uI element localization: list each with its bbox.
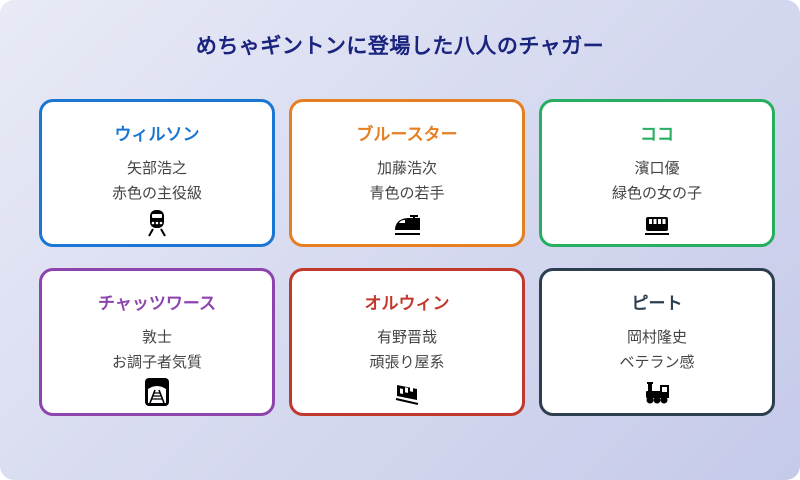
voice-actor: 加藤浩次: [376, 159, 437, 177]
character-card-pete: ピート 岡村隆史 ベテラン感: [539, 268, 775, 416]
character-name: ピート: [631, 294, 683, 314]
character-name: ウィルソン: [114, 125, 200, 145]
tram-car-icon: [643, 208, 671, 238]
steam-locomotive-icon: [643, 377, 671, 407]
character-role: 赤色の主役級: [111, 184, 202, 202]
character-card-chatsworth: チャッツワース 敦士 お調子者気質: [39, 268, 275, 416]
voice-actor: 岡村隆史: [626, 328, 687, 346]
character-card-olwin: オルウィン 有野晋哉 頑張り屋系: [289, 268, 525, 416]
train-front-icon: [143, 208, 171, 238]
character-name: ココ: [640, 125, 674, 145]
character-card-koko: ココ 濱口優 緑色の女の子: [539, 99, 775, 247]
page-title: めちゃギントンに登場した八人のチャガー: [195, 34, 605, 58]
bullet-train-icon: [393, 208, 421, 238]
character-role: 青色の若手: [369, 184, 445, 202]
character-name: ブルースター: [356, 125, 458, 145]
character-role: お調子者気質: [111, 353, 202, 371]
character-card-wilson: ウィルソン 矢部浩之 赤色の主役級: [39, 99, 275, 247]
railway-track-icon: [143, 377, 171, 407]
voice-actor: 有野晋哉: [376, 328, 437, 346]
character-card-brewster: ブルースター 加藤浩次 青色の若手: [289, 99, 525, 247]
character-name: オルウィン: [364, 294, 450, 314]
character-role: 緑色の女の子: [611, 184, 702, 202]
voice-actor: 矢部浩之: [126, 159, 187, 177]
character-role: ベテラン感: [619, 353, 695, 371]
mountain-railway-icon: [393, 377, 421, 407]
character-name: チャッツワース: [98, 294, 216, 314]
voice-actor: 濱口優: [634, 159, 680, 177]
voice-actor: 敦士: [141, 328, 172, 346]
character-role: 頑張り屋系: [369, 353, 445, 371]
